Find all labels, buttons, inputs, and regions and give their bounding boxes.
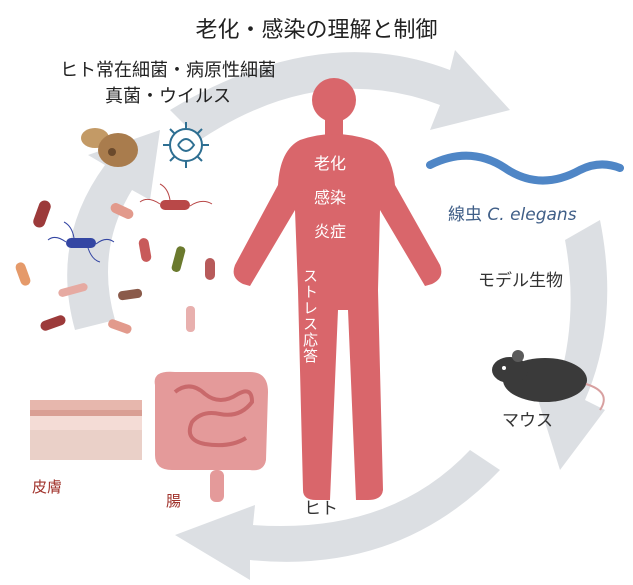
figure-title: 老化・感染の理解と制御 [0,12,633,44]
worm-label: 線虫 C. elegans [448,200,577,225]
microbes-label-line1: ヒト常在細菌・病原性細菌 [18,58,318,84]
mouse-label: マウス [502,406,553,431]
fungus-icon [81,128,138,167]
worm-icon [430,156,620,181]
bacteria-icon [14,184,215,335]
worm-species: C. elegans [487,205,576,225]
intestine-icon [155,372,268,502]
skin-label: 皮膚 [32,476,62,497]
worm-label-prefix: 線虫 [448,205,487,225]
aging-label: 老化 [314,150,346,174]
cycle-arrow-right [535,220,607,470]
microbes-label: ヒト常在細菌・病原性細菌 真菌・ウイルス [18,58,318,110]
human-label: ヒト [304,494,338,519]
infection-label: 感染 [314,184,346,208]
gut-label: 腸 [166,490,181,511]
skin-icon [30,400,142,460]
inflammation-label: 炎症 [314,218,346,242]
microbes-label-line2: 真菌・ウイルス [18,84,318,110]
model-organism-label: モデル生物 [478,266,563,291]
stress-response-label: ストレス応答 [291,268,321,364]
